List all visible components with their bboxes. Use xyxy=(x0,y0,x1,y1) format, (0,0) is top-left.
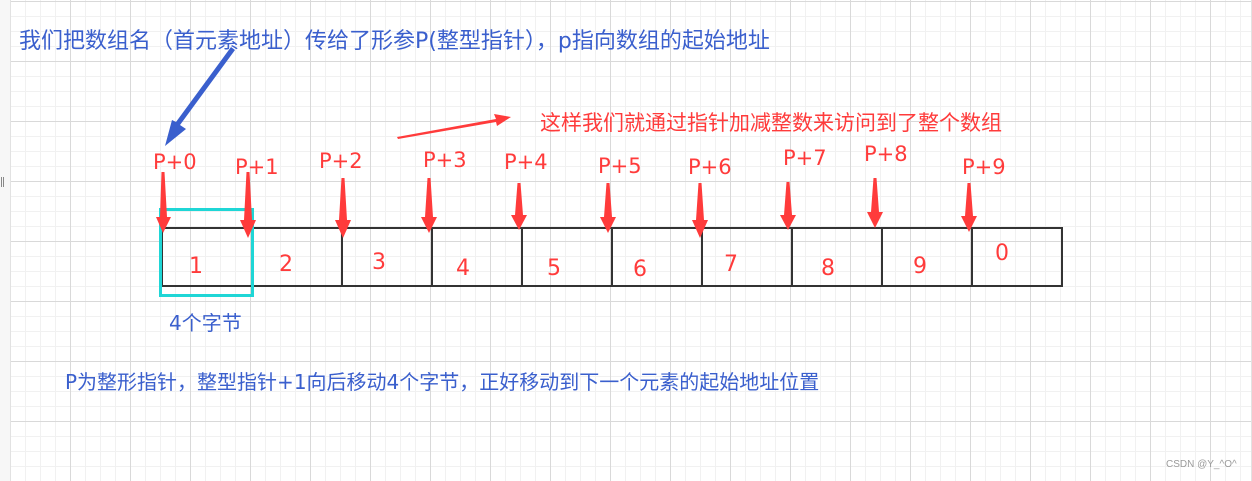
cell-value: 6 xyxy=(633,257,647,282)
pointer-label-2: P+2 xyxy=(319,149,363,173)
diagram-canvas xyxy=(11,0,1252,481)
array-cell: 5 xyxy=(523,227,613,287)
pointer-arrow-icon-0 xyxy=(156,172,171,233)
array-cell: 8 xyxy=(793,227,883,287)
bytes-label: 4个字节 xyxy=(169,311,242,335)
pointer-label-9: P+9 xyxy=(962,155,1006,179)
array-cell: 3 xyxy=(343,227,433,287)
pointer-arrow-icon-3 xyxy=(421,178,437,233)
cell-value: 4 xyxy=(456,256,470,281)
pointer-arrow-icon-4 xyxy=(511,183,527,230)
cell-value: 5 xyxy=(547,256,561,281)
pointer-label-7: P+7 xyxy=(783,146,827,170)
title-annotation: 我们把数组名（首元素地址）传给了形参P(整型指针），p指向数组的起始地址 xyxy=(19,29,770,54)
cell-value: 3 xyxy=(372,250,386,275)
int-array: 1 2 3 4 5 6 7 8 9 0 xyxy=(161,227,1063,287)
pointer-arrow-icon-6 xyxy=(692,183,708,238)
array-cell: 0 xyxy=(973,227,1063,287)
pointer-label-3: P+3 xyxy=(423,148,467,172)
pointer-arrow-icon-5 xyxy=(600,183,616,233)
pointer-label-0: P+0 xyxy=(153,150,197,174)
cell-value: 7 xyxy=(724,252,738,277)
array-cell: 7 xyxy=(703,227,793,287)
footer-annotation: P为整形指针，整型指针+1向后移动4个字节，正好移动到下一个元素的起始地址位置 xyxy=(65,370,820,394)
pointer-arrow-icon-1 xyxy=(240,172,256,238)
red-arrow-icon xyxy=(397,114,511,139)
cell-value: 2 xyxy=(279,252,293,277)
watermark: CSDN @Y_^O^ xyxy=(1166,459,1237,470)
array-cell: 6 xyxy=(613,227,703,287)
pointer-label-1: P+1 xyxy=(235,155,279,179)
pointer-arrow-icon-9 xyxy=(961,183,977,232)
canvas-left-ruler xyxy=(0,0,11,481)
cell-value: 9 xyxy=(913,254,927,279)
cell-value: 8 xyxy=(821,256,835,281)
pointer-label-4: P+4 xyxy=(504,150,548,174)
first-element-highlight xyxy=(159,208,254,297)
note-annotation: 这样我们就通过指针加减整数来访问到了整个数组 xyxy=(540,111,1002,135)
cell-value: 1 xyxy=(189,254,203,279)
pointer-label-6: P+6 xyxy=(688,155,732,179)
pointer-label-8: P+8 xyxy=(864,142,908,166)
resize-handle[interactable] xyxy=(1,177,5,187)
array-cell: 9 xyxy=(883,227,973,287)
array-cell: 4 xyxy=(433,227,523,287)
array-cell: 2 xyxy=(253,227,343,287)
pointer-arrow-icon-2 xyxy=(335,178,351,238)
blue-arrow-icon xyxy=(165,47,235,146)
pointer-arrow-icon-8 xyxy=(867,178,883,228)
pointer-arrow-icon-7 xyxy=(780,182,796,230)
pointer-label-5: P+5 xyxy=(598,154,642,178)
cell-value: 0 xyxy=(995,241,1009,266)
